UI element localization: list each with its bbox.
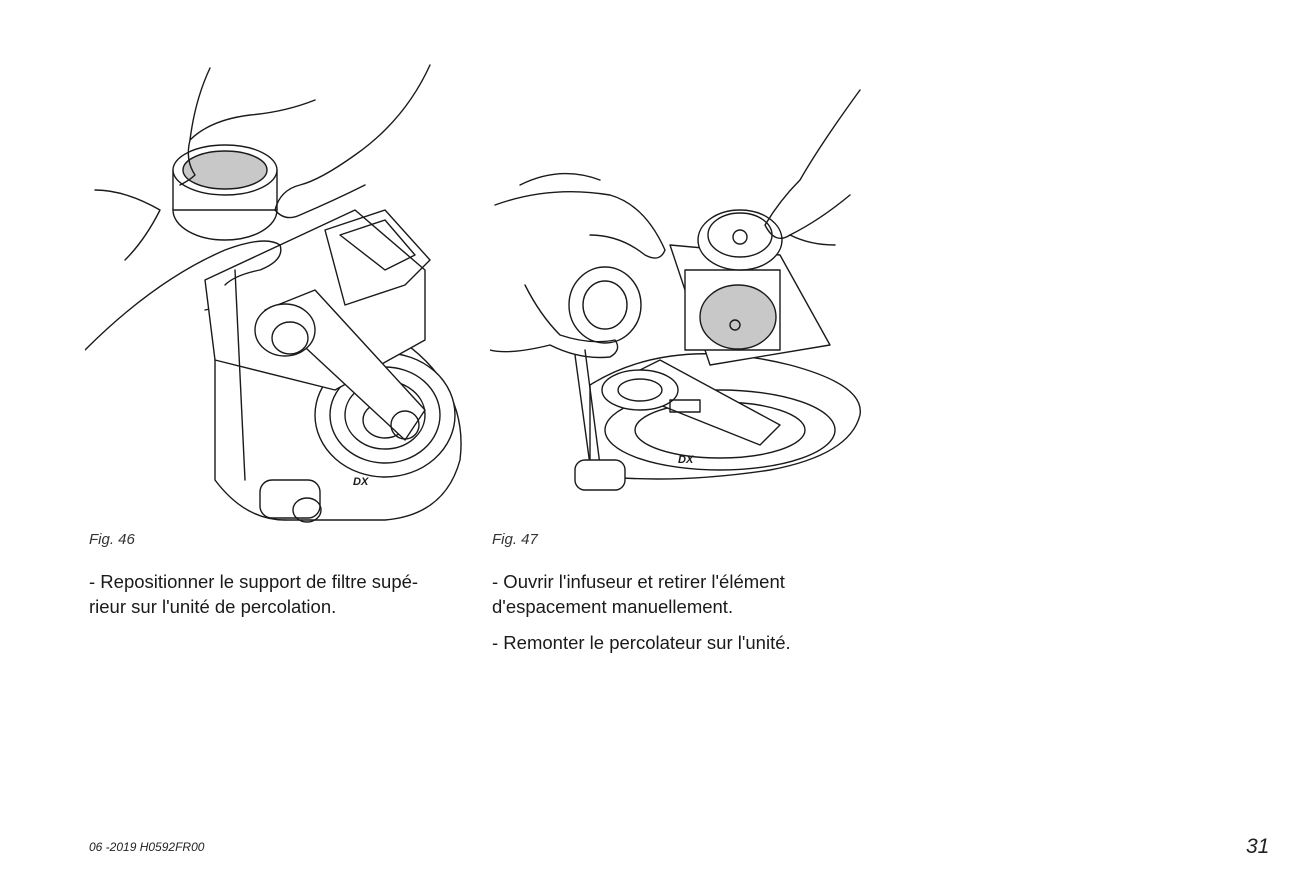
instruction-item: - Repositionner le support de filtre sup… xyxy=(89,569,469,619)
instruction-line: rieur sur l'unité de percolation. xyxy=(89,596,337,617)
fig-47-brand-mark: DX xyxy=(678,454,694,466)
instruction-line: - Remonter le percolateur sur l'unité. xyxy=(492,632,791,653)
figure-caption: Fig. 46 xyxy=(89,531,135,548)
fig-47-illustration: DX xyxy=(490,89,861,491)
instruction-line: - Ouvrir l'infuseur et retirer l'élément xyxy=(492,571,785,592)
instruction-item: - Ouvrir l'infuseur et retirer l'élément… xyxy=(492,569,872,619)
instruction-list: - Ouvrir l'infuseur et retirer l'élément… xyxy=(492,569,872,666)
fig-46-brand-mark: DX xyxy=(353,476,369,488)
page-number: 31 xyxy=(1246,835,1270,858)
instruction-line: d'espacement manuellement. xyxy=(492,596,734,617)
document-code: 06 -2019 H0592FR00 xyxy=(89,840,205,854)
figure-caption: Fig. 47 xyxy=(492,531,538,548)
instruction-line: - Repositionner le support de filtre sup… xyxy=(89,571,419,592)
instruction-item: - Remonter le percolateur sur l'unité. xyxy=(492,630,872,655)
instruction-list: - Repositionner le support de filtre sup… xyxy=(89,569,469,630)
fig-46-illustration: DX xyxy=(85,64,462,523)
